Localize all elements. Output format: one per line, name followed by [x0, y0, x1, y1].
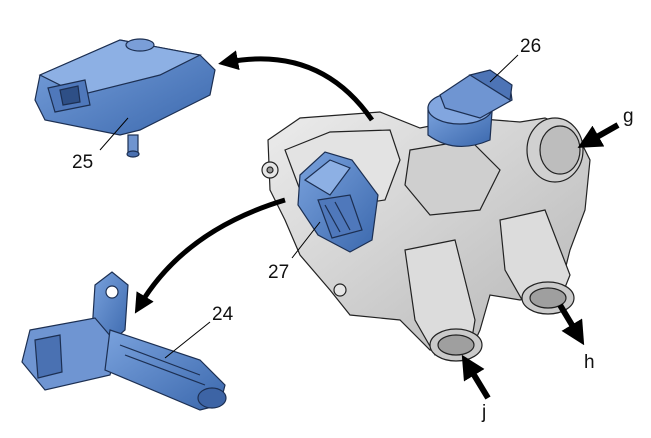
sensor-25-component — [34, 38, 216, 158]
arrow-port-g — [577, 122, 620, 148]
sensor-24-component — [21, 271, 227, 411]
cap-26-component — [427, 69, 513, 148]
label-27: 27 — [268, 262, 289, 283]
label-25: 25 — [72, 152, 93, 173]
leader-25 — [99, 117, 129, 151]
leader-27 — [291, 221, 321, 259]
leader-26 — [489, 54, 519, 83]
label-port-h: h — [584, 352, 595, 373]
arrow-to-sensor-25 — [218, 50, 375, 122]
sensor-27-component — [297, 151, 379, 253]
arrow-port-j — [461, 354, 491, 400]
arrow-to-sensor-24 — [134, 197, 286, 314]
label-26: 26 — [520, 36, 541, 57]
valve-housing — [261, 111, 591, 362]
label-24: 24 — [212, 304, 234, 325]
arrow-port-h — [557, 303, 585, 346]
leader-24 — [164, 321, 211, 359]
label-port-g: g — [623, 106, 634, 127]
label-port-j: j — [481, 402, 486, 423]
